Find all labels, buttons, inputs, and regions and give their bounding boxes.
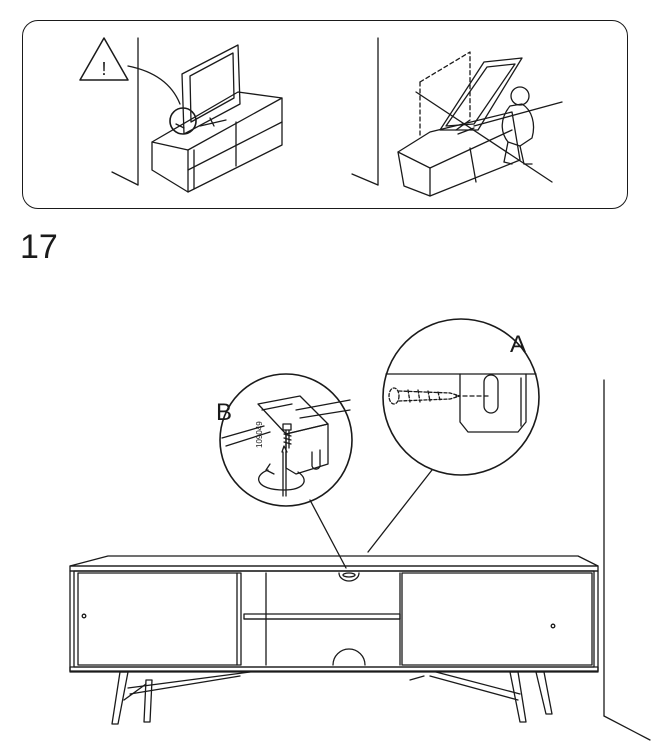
wall: [603, 379, 651, 741]
warning-scene-tipping: [351, 37, 563, 197]
warning-triangle-icon: !: [79, 37, 129, 81]
callout-leaders: [309, 469, 433, 569]
callout-b-label: B: [216, 399, 232, 426]
tv-bench-legs: [111, 671, 553, 725]
rotate-clockwise-icon: [258, 463, 305, 491]
part-number: 109049: [255, 421, 264, 448]
left-sliding-door: [77, 572, 242, 666]
screw-b: [282, 423, 292, 449]
shelf: [243, 613, 401, 620]
safety-warning-panel: [22, 20, 628, 209]
right-sliding-door: [401, 572, 593, 666]
callout-b: 109049 B: [216, 373, 353, 507]
warning-scene-unsecured: !: [79, 37, 283, 193]
left-door-knob: [81, 613, 87, 619]
step-number: 17: [20, 228, 58, 266]
right-door-knob: [550, 623, 556, 629]
screwdriver-icon: [281, 445, 288, 497]
callout-a: A: [382, 318, 540, 476]
warning-symbol: !: [101, 59, 106, 79]
callout-a-label: A: [510, 331, 526, 358]
screw-a: [388, 387, 461, 405]
tv-bench: [69, 555, 599, 673]
